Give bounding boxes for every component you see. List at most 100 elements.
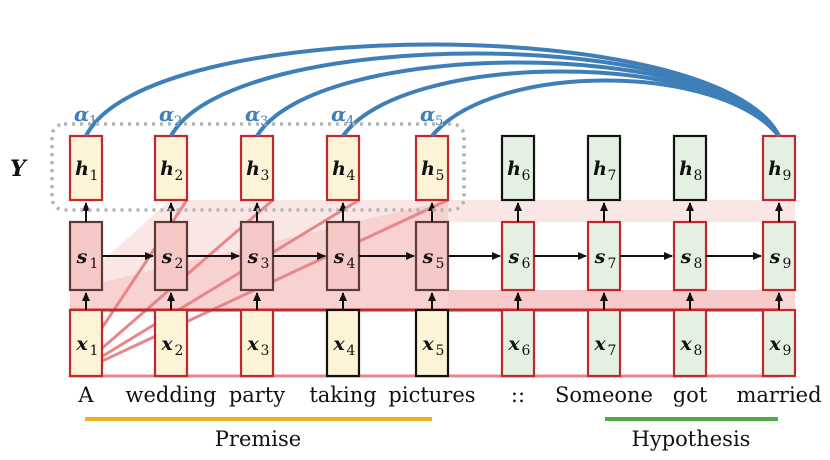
node-x-1-label: x	[75, 333, 88, 355]
node-h-6-label: h	[507, 158, 521, 180]
node-s-5	[414, 220, 450, 292]
word-4: taking	[309, 383, 376, 407]
node-x-5-subscript: 5	[436, 343, 445, 359]
node-x-1-subscript: 1	[90, 343, 99, 359]
node-h-7-subscript: 7	[608, 168, 617, 184]
node-s-3-label: s	[247, 246, 259, 268]
node-s-2-subscript: 2	[175, 256, 184, 272]
node-h-9-subscript: 9	[783, 168, 792, 184]
node-h-4-label: h	[332, 158, 346, 180]
word-1: A	[77, 383, 94, 407]
y-label: Y	[10, 156, 28, 182]
node-s-7-subscript: 7	[608, 256, 617, 272]
y-output-group-box	[50, 122, 466, 212]
node-s-6	[500, 220, 536, 292]
node-s-6-subscript: 6	[522, 256, 531, 272]
node-s-5-label: s	[422, 246, 434, 268]
node-s-5-subscript: 5	[436, 256, 445, 272]
alpha-5-subscript: 5	[435, 114, 443, 129]
alpha-2: α	[159, 102, 174, 126]
node-h-5	[414, 134, 450, 202]
node-x-2-subscript: 2	[175, 343, 184, 359]
word-2: wedding	[126, 383, 217, 407]
node-x-6	[500, 308, 536, 378]
node-h-1	[68, 134, 104, 202]
diagonal-line	[69, 198, 360, 378]
attention-band-upper	[448, 200, 795, 222]
node-h-4-subscript: 4	[347, 168, 356, 184]
alpha-4: α	[331, 102, 346, 126]
alpha-4-subscript: 4	[346, 114, 354, 129]
word-3: party	[229, 383, 285, 407]
node-x-3-subscript: 3	[261, 343, 270, 359]
node-s-4-subscript: 4	[347, 256, 356, 272]
node-s-4-label: s	[333, 246, 345, 268]
node-h-3-subscript: 3	[261, 168, 270, 184]
node-s-8-subscript: 8	[694, 256, 703, 272]
node-h-3	[239, 134, 275, 202]
word-5: pictures	[388, 383, 475, 407]
node-x-4-label: x	[332, 333, 345, 355]
node-h-8-label: h	[679, 158, 693, 180]
node-s-6-label: s	[508, 246, 520, 268]
node-h-9-label: h	[768, 158, 782, 180]
node-h-1-label: h	[75, 158, 89, 180]
node-h-8-subscript: 8	[694, 168, 703, 184]
attention-arcs	[84, 42, 781, 138]
node-x-4-subscript: 4	[347, 343, 356, 359]
word-6: ::	[511, 383, 525, 407]
node-x-3	[239, 308, 275, 378]
attention-arc-5	[430, 78, 781, 138]
node-h-8	[672, 134, 708, 202]
node-h-5-subscript: 5	[436, 168, 445, 184]
node-h-7	[586, 134, 622, 202]
node-s-1-label: s	[76, 246, 88, 268]
node-h-6	[500, 134, 536, 202]
node-x-3-label: x	[246, 333, 259, 355]
attention-band	[448, 290, 795, 310]
node-h-2	[153, 134, 189, 202]
hypothesis-label: Hypothesis	[632, 427, 751, 451]
alpha-1: α	[74, 102, 89, 126]
node-h-6-subscript: 6	[522, 168, 531, 184]
node-s-8-label: s	[680, 246, 692, 268]
alpha-2-subscript: 2	[174, 114, 182, 129]
node-s-2-label: s	[161, 246, 173, 268]
node-x-6-subscript: 6	[522, 343, 531, 359]
premise-label: Premise	[215, 427, 301, 451]
alpha-3: α	[245, 102, 260, 126]
node-s-9	[761, 220, 797, 292]
word-8: got	[673, 383, 708, 407]
node-s-1-subscript: 1	[90, 256, 99, 272]
node-h-5-label: h	[421, 158, 435, 180]
node-x-8-label: x	[679, 333, 692, 355]
node-x-6-label: x	[507, 333, 520, 355]
node-s-3-subscript: 3	[261, 256, 270, 272]
node-x-5-label: x	[421, 333, 434, 355]
node-x-9-label: x	[768, 333, 781, 355]
node-s-7-label: s	[594, 246, 606, 268]
node-h-4	[325, 134, 361, 202]
node-h-2-subscript: 2	[175, 168, 184, 184]
node-x-2-label: x	[160, 333, 173, 355]
node-s-9-label: s	[769, 246, 781, 268]
alpha-3-subscript: 3	[260, 114, 268, 129]
node-x-7-label: x	[593, 333, 606, 355]
node-s-7	[586, 220, 622, 292]
node-h-1-subscript: 1	[90, 168, 99, 184]
node-s-9-subscript: 9	[783, 256, 792, 272]
alpha-1-subscript: 1	[89, 114, 97, 129]
node-h-2-label: h	[160, 158, 174, 180]
alpha-5: α	[420, 102, 435, 126]
node-h-3-label: h	[246, 158, 260, 180]
flow-arrows	[82, 202, 783, 310]
word-9: married	[736, 383, 821, 407]
node-x-7-subscript: 7	[608, 343, 617, 359]
node-h-7-label: h	[593, 158, 607, 180]
node-x-5	[414, 308, 450, 378]
node-x-8-subscript: 8	[694, 343, 703, 359]
